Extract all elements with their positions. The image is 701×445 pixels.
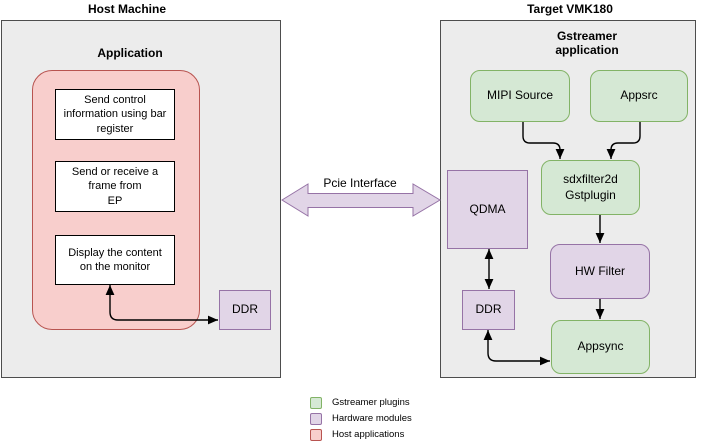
qdma-label: QDMA xyxy=(469,201,506,216)
target-ddr-node: DDR xyxy=(462,290,515,330)
appsrc-node: Appsrc xyxy=(590,70,688,122)
step-send-receive-frame: Send or receive a frame from EP xyxy=(55,161,175,212)
legend-item-host-applications: Host applications xyxy=(310,429,412,441)
step-display-content-label: Display the content on the monitor xyxy=(68,246,162,273)
application-title: Application xyxy=(97,46,163,60)
target-ddr-label: DDR xyxy=(475,302,502,317)
appsync-node: Appsync xyxy=(551,320,650,374)
mipi-source-node: MIPI Source xyxy=(470,70,570,122)
step-send-control-label: Send control information using bar regis… xyxy=(63,94,167,135)
host-machine-title: Host Machine xyxy=(87,2,166,16)
pcie-interface-label: Pcie Interface xyxy=(323,176,397,190)
legend-label-gstreamer-plugins: Gstreamer plugins xyxy=(332,396,410,408)
target-vmk180-title: Target VMK180 xyxy=(527,2,613,16)
appsrc-label: Appsrc xyxy=(620,88,658,103)
step-send-control: Send control information using bar regis… xyxy=(55,89,175,140)
legend-label-hardware-modules: Hardware modules xyxy=(332,412,412,424)
qdma-node: QDMA xyxy=(447,170,528,249)
legend-swatch-purple xyxy=(310,413,322,425)
gstreamer-application-title: Gstreamer application xyxy=(555,29,619,58)
hw-filter-node: HW Filter xyxy=(550,244,650,299)
host-ddr-label: DDR xyxy=(232,302,258,317)
legend-swatch-green xyxy=(310,397,322,409)
hw-filter-label: HW Filter xyxy=(575,263,625,278)
sdxfilter-gstplugin-label: sdxfilter2d Gstplugin xyxy=(563,171,618,202)
host-ddr-node: DDR xyxy=(219,290,271,330)
mipi-source-label: MIPI Source xyxy=(486,88,554,103)
appsync-label: Appsync xyxy=(577,339,624,354)
legend-swatch-red xyxy=(310,429,322,441)
legend-label-host-applications: Host applications xyxy=(332,428,405,440)
sdxfilter-gstplugin-node: sdxfilter2d Gstplugin xyxy=(541,160,640,215)
legend: Gstreamer plugins Hardware modules Host … xyxy=(310,397,412,441)
step-display-content: Display the content on the monitor xyxy=(55,235,175,285)
step-send-receive-frame-label: Send or receive a frame from EP xyxy=(71,166,159,207)
legend-item-gstreamer-plugins: Gstreamer plugins xyxy=(310,397,412,409)
legend-item-hardware-modules: Hardware modules xyxy=(310,413,412,425)
